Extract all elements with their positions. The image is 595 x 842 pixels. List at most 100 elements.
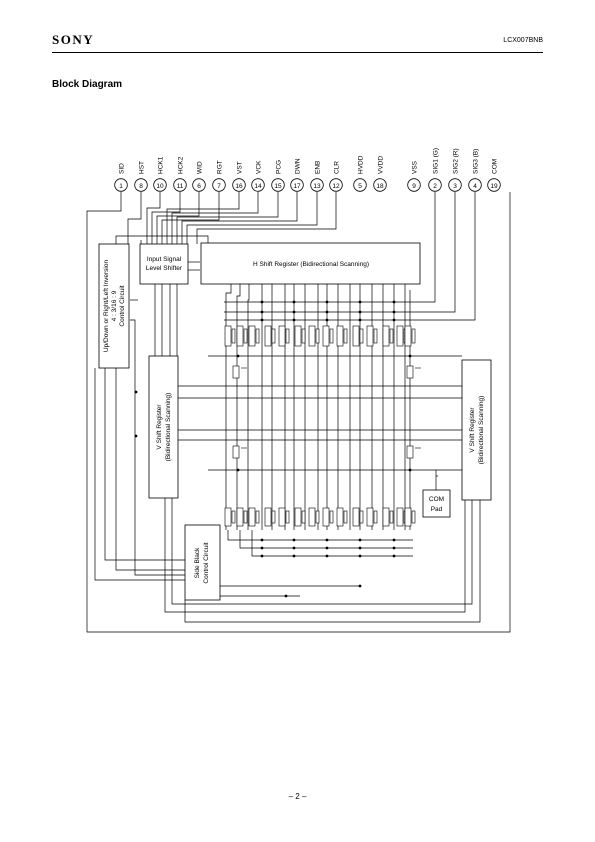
pin-number: 9 [412,183,416,190]
junction-dot [236,468,240,472]
transfer-switch-gate [411,510,416,524]
pin-number: 13 [313,183,321,190]
pin-number: 2 [433,183,437,190]
pin-label: SIG3 (B) [473,149,480,174]
pin-label: VST [237,161,244,174]
junction-dot [358,554,362,558]
pin-circle [290,178,304,192]
pin-label: VCK [256,160,263,174]
junction-dot [260,554,264,558]
com-pad-label-2: Pad [431,506,443,513]
updown-control-block [98,243,130,369]
transfer-switch-gate [343,328,348,344]
transfer-switch-gate [271,328,276,344]
junction-dot [408,468,412,472]
transfer-switch-gate [243,328,248,344]
pin-number: 12 [332,183,340,190]
junction-dot [134,390,138,394]
junction-dot [392,546,396,550]
v-shift-left-block [148,355,179,499]
junction-dot [292,318,296,322]
pin-circle [353,178,367,192]
pin-circle [212,178,226,192]
transfer-switch [308,507,316,527]
pin-label: SIG1 (G) [433,148,440,174]
part-number: LCX007BNB [503,37,543,44]
pin-circle [192,178,206,192]
transfer-switch [264,507,272,527]
transfer-switch [224,507,232,527]
side-black-block [184,524,221,601]
pin-circle [114,178,128,192]
transfer-switch [294,507,302,527]
pin-circle [468,178,482,192]
junction-dot [292,538,296,542]
pin-label: HCK1 [158,156,165,174]
junction-dot [325,538,329,542]
junction-dot [358,546,362,550]
pin-circle [487,178,501,192]
pin-circle [329,178,343,192]
brand-logo: SONY [52,32,95,47]
transfer-switch [294,325,302,347]
pin-label: SID [119,163,126,174]
junction-dot [260,318,264,322]
v-shift-right-label-1: V Shift Register [469,407,476,453]
junction-dot [325,318,329,322]
junction-dot [392,318,396,322]
transfer-switch [308,325,316,347]
transfer-switch-gate [255,328,260,344]
pin-number: 7 [217,183,221,190]
pin-16: 16 VST [232,161,246,192]
transfer-switch [382,507,390,527]
transfer-switch [404,325,412,347]
pin-circle [448,178,462,192]
junction-dot [292,554,296,558]
transfer-switch [382,325,390,347]
pin-circle [310,178,324,192]
side-black-label-2: Control Circuit [203,542,210,583]
pin-number: 16 [235,183,243,190]
junction-dot [358,300,362,304]
junction-dot [325,546,329,550]
transfer-switch-gate [285,328,290,344]
pin-label: COM [492,159,499,174]
transfer-switch [236,325,244,347]
transfer-switch [248,507,256,527]
junction-dot [392,300,396,304]
pixel-tft [232,445,240,459]
transfer-switch [224,325,232,347]
pixel-tft [406,365,414,379]
transfer-switch-gate [329,510,334,524]
transfer-switch [352,325,360,347]
transfer-switch-gate [271,510,276,524]
junction-dot [392,310,396,314]
transfer-switch [396,325,404,347]
transfer-switch [336,325,344,347]
junction-dot [260,538,264,542]
pin-label: DWN [295,158,302,174]
page-header: SONY LCX007BNB [52,30,543,53]
junction-dot [292,310,296,314]
transfer-switch [322,325,330,347]
junction-dot [358,310,362,314]
junction-dot [358,538,362,542]
junction-dot [134,434,138,438]
transfer-switch-gate [315,510,320,524]
transfer-switch [396,507,404,527]
pin-circle [134,178,148,192]
h-shift-register-block [200,242,421,285]
pin-circle [271,178,285,192]
transfer-switch-gate [255,510,260,524]
junction-dot [260,300,264,304]
pin-number: 14 [254,183,262,190]
pin-label: SIG2 (R) [453,148,460,174]
junction-dot [325,300,329,304]
